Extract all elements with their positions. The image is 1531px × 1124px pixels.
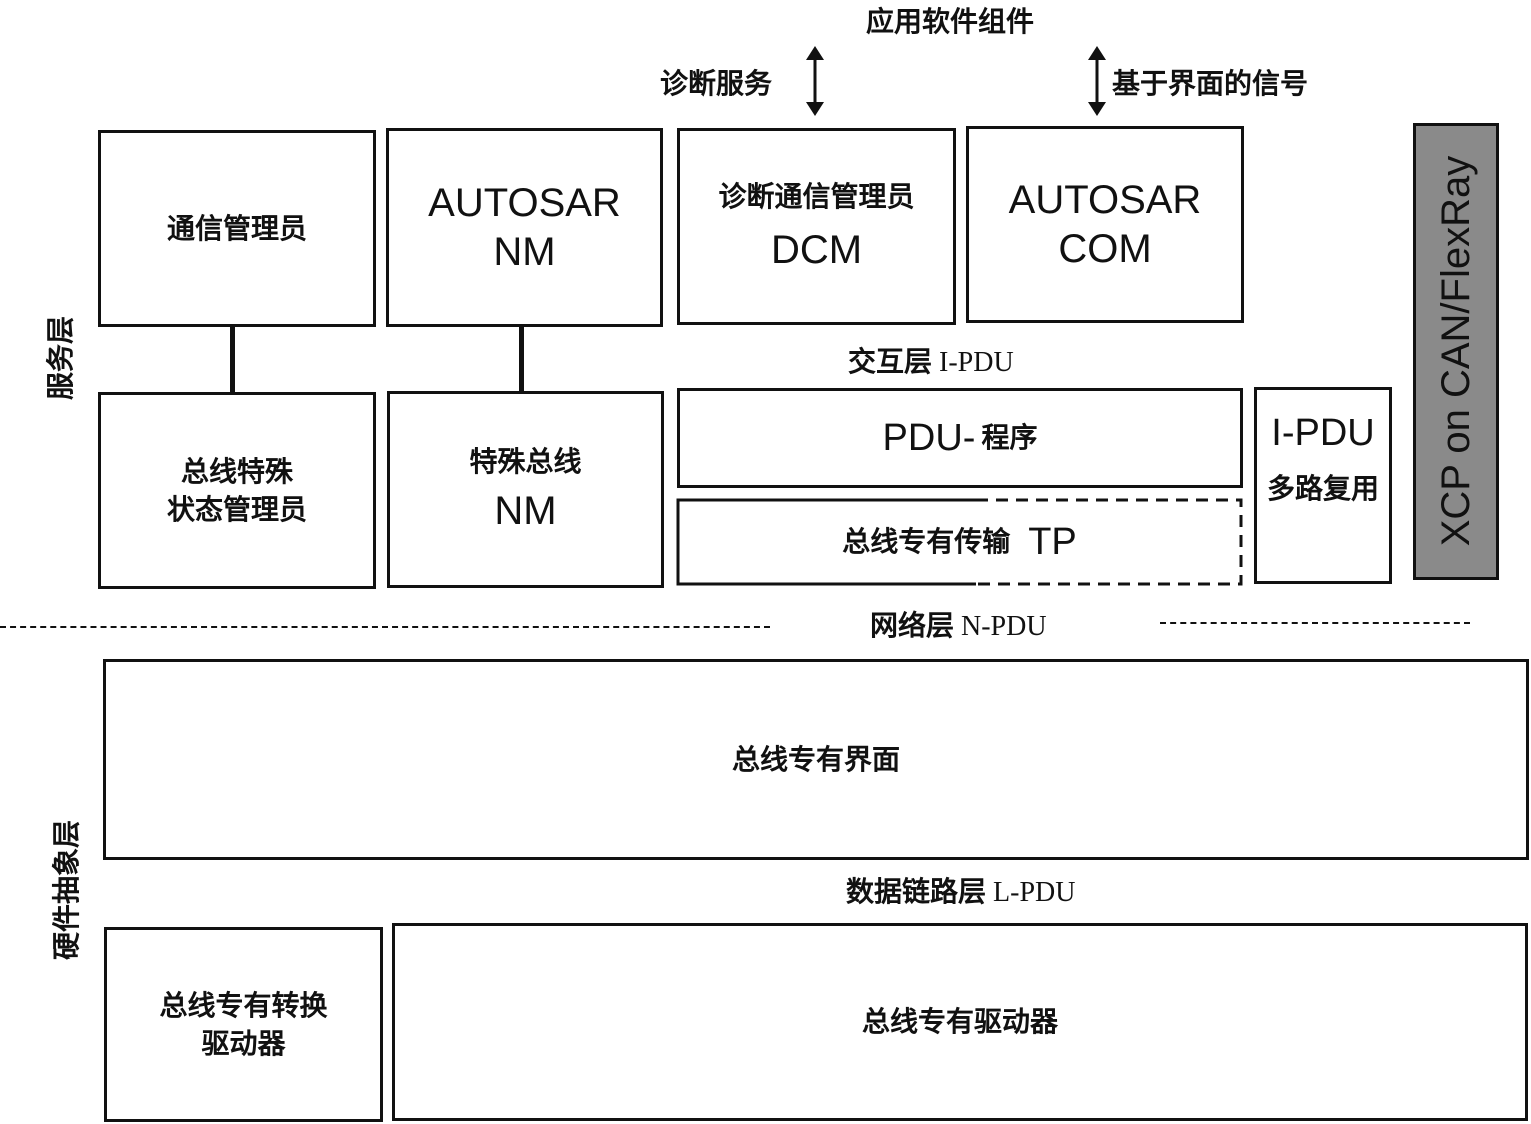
l-pdu-label-en: L-PDU — [993, 877, 1076, 908]
xcp-box: XCP on CAN/FlexRay — [1413, 123, 1499, 580]
pdu-router-box: PDU- 程序 — [677, 388, 1243, 488]
nm-connector — [519, 325, 524, 393]
i-pdu-mux-label-cn: 多路复用 — [1266, 472, 1379, 506]
dcm-label-en: DCM — [770, 228, 863, 272]
i-pdu-mux-box: I-PDU 多路复用 — [1254, 387, 1392, 584]
i-pdu-label: 交互层 I-PDU — [848, 340, 1014, 380]
diagnostic-service-label: 诊断服务 — [660, 67, 773, 100]
bus-nm-label-cn: 特殊总线 — [469, 445, 582, 479]
autosar-com-line1: AUTOSAR — [1008, 177, 1202, 222]
bus-driver-label: 总线专有驱动器 — [861, 1005, 1058, 1039]
bus-interface-box: 总线专有界面 — [103, 659, 1529, 860]
bus-nm-box: 特殊总线 NM — [387, 391, 664, 588]
autosar-com-box: AUTOSAR COM — [966, 126, 1244, 323]
l-pdu-label-cn: 数据链路层 — [846, 875, 987, 908]
signal-double-arrow — [1088, 46, 1106, 116]
bus-tp-label-en: TP — [1028, 520, 1077, 563]
communication-manager-label: 通信管理员 — [166, 211, 307, 245]
bus-interface-label: 总线专有界面 — [731, 742, 900, 776]
transceiver-driver-line1: 总线专有转换 — [159, 988, 328, 1022]
i-pdu-mux-label-en: I-PDU — [1271, 412, 1375, 454]
bus-tp-border — [676, 498, 1243, 586]
n-pdu-label-cn: 网络层 — [870, 609, 955, 642]
comm-manager-connector — [230, 325, 235, 395]
xcp-label: XCP on CAN/FlexRay — [1434, 155, 1478, 547]
network-layer-divider-left — [0, 626, 770, 628]
n-pdu-label-en: N-PDU — [961, 611, 1047, 642]
application-software-components-label: 应用软件组件 — [866, 5, 1035, 38]
transceiver-driver-box: 总线专有转换 驱动器 — [104, 927, 383, 1122]
communication-manager-box: 通信管理员 — [98, 130, 376, 327]
bus-state-manager-box: 总线特殊 状态管理员 — [98, 392, 376, 589]
autosar-nm-box: AUTOSAR NM — [386, 128, 663, 327]
bus-driver-box: 总线专有驱动器 — [392, 923, 1528, 1121]
bus-state-manager-line1: 总线特殊 — [180, 454, 293, 488]
i-pdu-label-en: I-PDU — [939, 347, 1014, 378]
bus-state-manager-line2: 状态管理员 — [166, 492, 307, 526]
bus-tp-box: 总线专有传输 TP — [676, 498, 1243, 586]
service-layer-label: 服务层 — [44, 316, 77, 401]
autosar-com-line2: COM — [1058, 226, 1152, 271]
n-pdu-label: 网络层 N-PDU — [870, 604, 1047, 644]
dcm-box: 诊断通信管理员 DCM — [677, 128, 956, 325]
l-pdu-label: 数据链路层 L-PDU — [846, 870, 1075, 910]
dcm-label-cn: 诊断通信管理员 — [718, 180, 915, 214]
diag-double-arrow — [806, 46, 824, 116]
bus-tp-label-cn: 总线专有传输 — [842, 525, 1011, 559]
autosar-nm-line2: NM — [493, 229, 556, 274]
autosar-nm-line1: AUTOSAR — [428, 180, 621, 225]
transceiver-driver-line2: 驱动器 — [201, 1026, 286, 1060]
pdu-router-label-cn: 程序 — [981, 421, 1038, 455]
pdu-router-label-en: PDU- — [882, 416, 976, 459]
bus-nm-label-en: NM — [494, 489, 557, 533]
hardware-abstraction-layer-label: 硬件抽象层 — [50, 820, 83, 961]
interface-signal-label: 基于界面的信号 — [1112, 67, 1309, 100]
network-layer-divider-right — [1160, 622, 1470, 624]
i-pdu-label-cn: 交互层 — [848, 345, 933, 378]
